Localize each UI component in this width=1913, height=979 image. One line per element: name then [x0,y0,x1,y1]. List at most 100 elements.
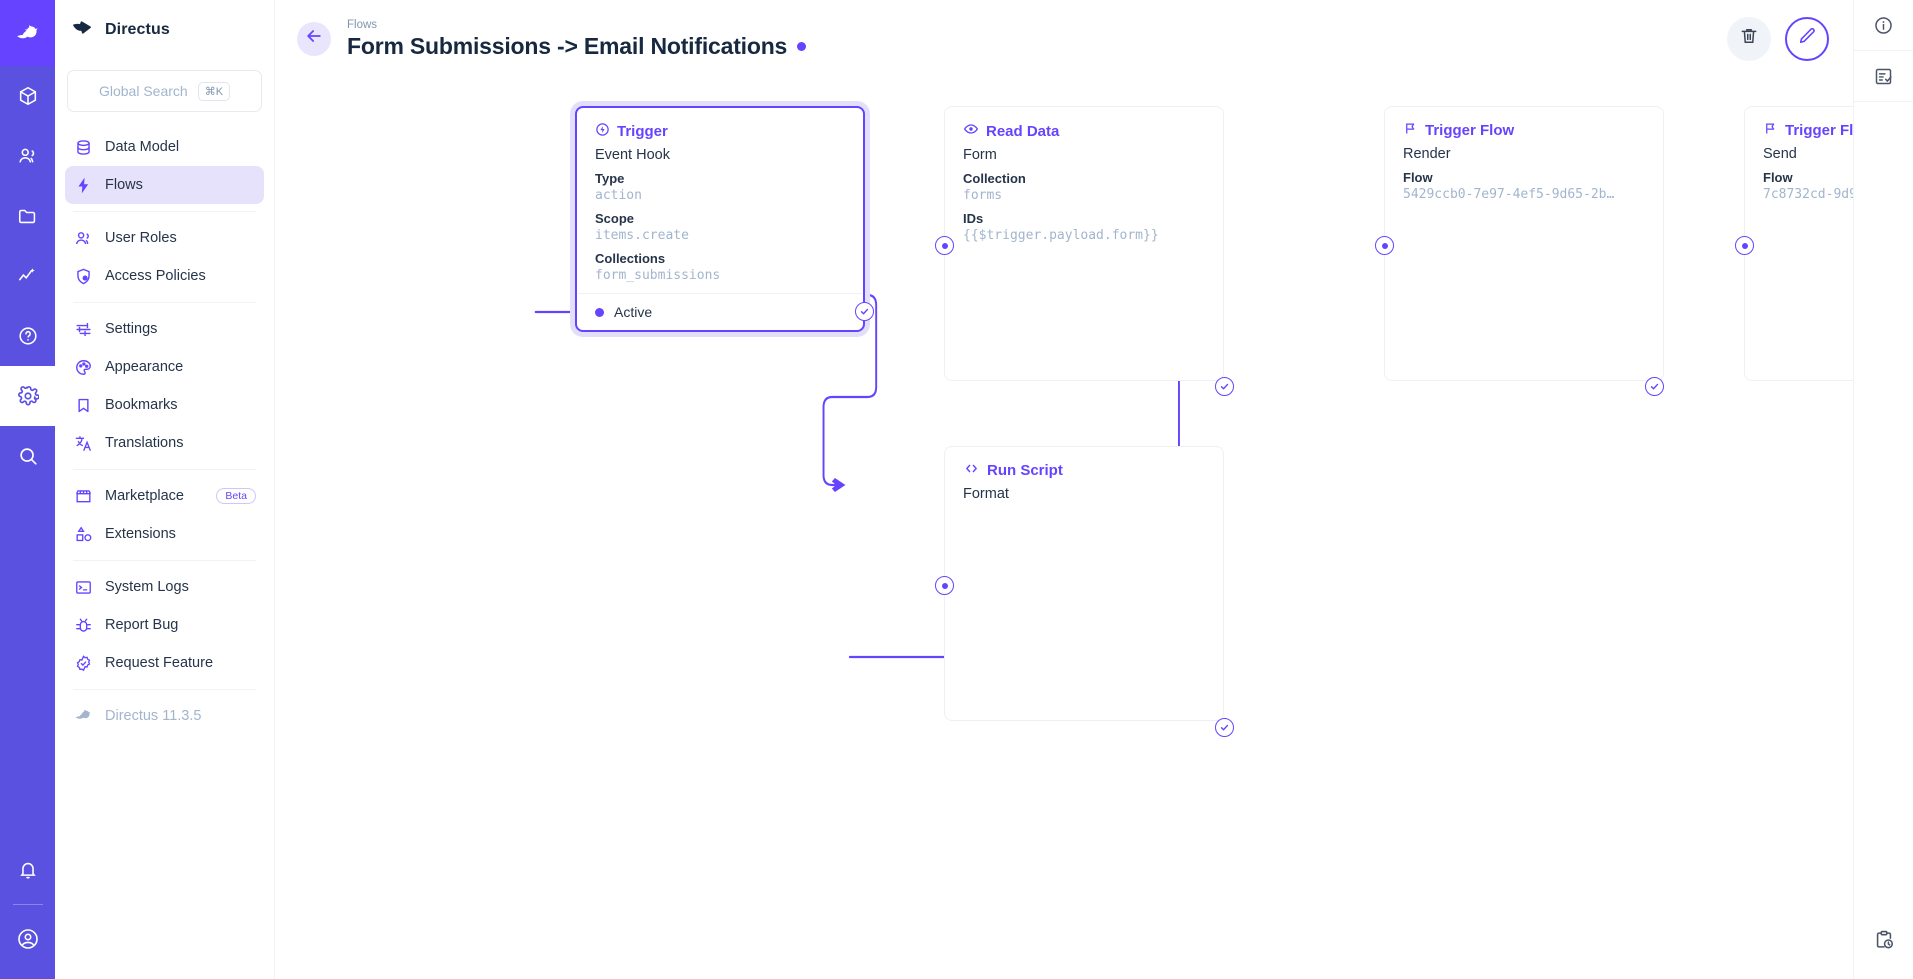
delete-flow-button[interactable] [1727,16,1771,61]
field-label: Scope [595,211,635,226]
directus-logo-icon[interactable] [0,0,55,66]
flow-node-trigger-flow-send[interactable]: Trigger Flow Send Flow 7c8732cd-9d9e-44b… [1744,106,1853,381]
extensions-icon [73,524,93,544]
right-rail-divider [1853,101,1913,102]
sidebar-header: Directus [55,0,274,60]
field-label: Collections [595,251,666,266]
directus-rabbit-icon [73,706,93,726]
sidebar-item-data-model[interactable]: Data Model [65,128,264,166]
files-icon[interactable] [0,186,55,246]
back-button[interactable] [297,21,331,56]
notifications-bell-icon[interactable] [0,840,55,900]
flow-node-read-data[interactable]: Read Data Form Collection forms IDs {{$t… [944,106,1224,381]
sidebar-item-label: Access Policies [105,268,206,284]
input-dot-icon [1741,242,1748,249]
sidebar-item-bookmarks[interactable]: Bookmarks [65,386,264,424]
field-value: 7c8732cd-9d9e-44be-a3f6-89… [1763,187,1853,202]
field-value: items.create [595,228,689,243]
read-data-output-handle[interactable] [1215,377,1234,396]
node-type-label: Trigger Flow [1425,122,1515,139]
search-input[interactable]: Global Search ⌘K [67,70,262,112]
flow-node-trigger-flow-render[interactable]: Trigger Flow Render Flow 5429ccb0-7e97-4… [1384,106,1664,381]
field-label: Collection [963,171,1026,186]
bolt-icon [73,175,93,195]
node-status: Active [578,293,862,330]
bookmark-icon [73,395,93,415]
feature-icon [73,653,93,673]
sidebar-item-appearance[interactable]: Appearance [65,348,264,386]
sidebar-item-report-bug[interactable]: Report Bug [65,606,264,644]
sidebar-item-extensions[interactable]: Extensions [65,515,264,553]
eye-icon [963,121,979,141]
code-icon [963,461,980,480]
sidebar-item-label: Translations [105,435,184,451]
field-value: {{$trigger.payload.form}} [963,228,1159,243]
node-body: Send Flow 7c8732cd-9d9e-44be-a3f6-89… [1745,146,1853,212]
page-title-text: Form Submissions -> Email Notifications [347,32,788,59]
sidebar-item-label: Directus 11.3.5 [105,708,202,724]
run-script-output-handle[interactable] [1215,718,1234,737]
sidebar-item-label: Flows [105,177,143,193]
insights-icon[interactable] [0,246,55,306]
logs-icon[interactable] [1854,51,1913,101]
field-value: 5429ccb0-7e97-4ef5-9d65-2b… [1403,187,1615,202]
trigger-flow-send-input-handle[interactable] [1735,236,1754,255]
run-script-input-handle[interactable] [935,576,954,595]
edit-flow-button[interactable] [1785,16,1829,61]
field-value: action [595,188,642,203]
sidebar-item-request-feature[interactable]: Request Feature [65,644,264,682]
trigger-flow-render-input-handle[interactable] [1375,236,1394,255]
sidebar-nav: Data Model Flows User Roles Access Pol [55,128,274,735]
sidebar-item-label: Extensions [105,526,176,542]
flow-canvas[interactable]: Trigger Event Hook Type action Scope ite… [275,77,1853,979]
sidebar-item-user-roles[interactable]: User Roles [65,219,264,257]
sidebar-item-access-policies[interactable]: Access Policies [65,257,264,295]
read-data-input-handle[interactable] [935,236,954,255]
sidebar-item-label: Data Model [105,139,180,155]
pencil-icon [1797,26,1817,51]
node-type-header: Trigger [577,108,863,147]
sidebar-item-marketplace[interactable]: Marketplace Beta [65,477,264,515]
breadcrumb[interactable]: Flows [347,18,378,31]
sidebar-divider [73,302,256,303]
field-label: Flow [1403,170,1433,185]
node-name: Render [1403,146,1451,162]
sidebar-item-settings[interactable]: Settings [65,310,264,348]
sidebar: Directus Global Search ⌘K Data Model Flo… [55,0,275,979]
sidebar-item-flows[interactable]: Flows [65,166,264,204]
translate-icon [73,433,93,453]
flow-node-run-script[interactable]: Run Script Format [944,446,1224,721]
sidebar-item-label: Marketplace [105,488,184,504]
trigger-flow-render-output-handle[interactable] [1645,377,1664,396]
field-value: form_submissions [595,268,721,283]
settings-icon[interactable] [0,366,55,426]
sidebar-item-translations[interactable]: Translations [65,424,264,462]
account-icon[interactable] [0,909,55,969]
flow-node-trigger[interactable]: Trigger Event Hook Type action Scope ite… [575,106,865,332]
trigger-output-handle[interactable] [855,302,874,321]
content-icon[interactable] [0,66,55,126]
info-icon[interactable] [1854,0,1913,50]
activity-history-icon[interactable] [1854,915,1913,965]
page-title: Form Submissions -> Email Notifications [347,32,807,60]
sidebar-item-label: User Roles [105,230,177,246]
help-icon[interactable] [0,306,55,366]
sidebar-divider [73,689,256,690]
node-body: Format [945,486,1223,516]
search-icon[interactable] [0,426,55,486]
field-label: IDs [963,211,984,226]
input-dot-icon [1381,242,1388,249]
field-label: Flow [1763,170,1793,185]
sidebar-item-label: Request Feature [105,655,214,671]
users-icon[interactable] [0,126,55,186]
status-badge [797,41,807,51]
terminal-icon [73,577,93,597]
sidebar-item-system-logs[interactable]: System Logs [65,568,264,606]
input-dot-icon [941,582,948,589]
node-type-header: Read Data [945,107,1223,147]
node-body: Render Flow 5429ccb0-7e97-4ef5-9d65-2b… [1385,146,1663,212]
node-body: Form Collection forms IDs {{$trigger.pay… [945,147,1223,253]
node-type-label: Run Script [987,462,1063,479]
active-dot-icon [595,307,604,317]
